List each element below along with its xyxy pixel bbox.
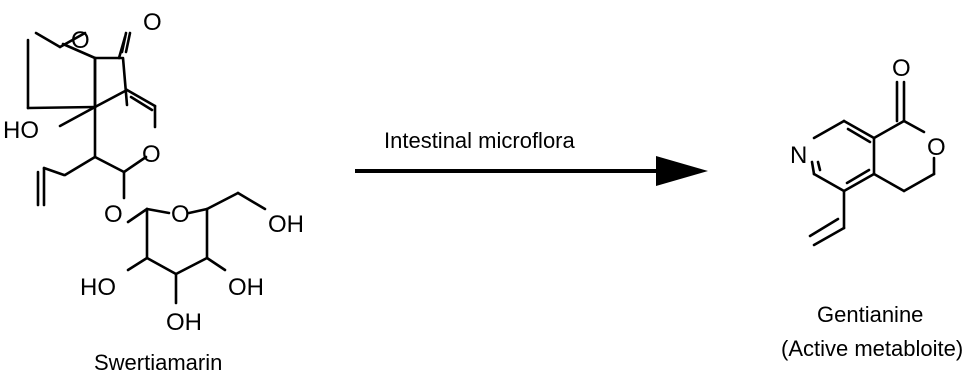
swertiamarin-sugar-ring-oxygen: O — [171, 201, 190, 228]
swertiamarin-structure — [26, 31, 267, 305]
swertiamarin-hydroxyl-label: HO — [3, 117, 39, 144]
swertiamarin-carbonyl-oxygen: O — [143, 9, 162, 36]
gentianine-ring-oxygen: O — [927, 134, 946, 161]
arrow-label: Intestinal microflora — [384, 128, 576, 153]
gentianine-carbonyl-oxygen: O — [892, 55, 911, 82]
reaction-arrow-head — [656, 156, 708, 186]
swertiamarin-lactone-oxygen: O — [71, 27, 90, 54]
swertiamarin-ch2oh-label: OH — [268, 211, 304, 238]
gentianine-ring-nitrogen: N — [790, 142, 807, 169]
gentianine-structure — [808, 80, 936, 247]
swertiamarin-sugar-oh-right: OH — [228, 274, 264, 301]
product-name: Gentianine — [817, 302, 923, 327]
swertiamarin-sugar-oh-bottom: OH — [166, 309, 202, 336]
reactant-name: Swertiamarin — [94, 350, 222, 375]
swertiamarin-glycosidic-oxygen: O — [104, 201, 123, 228]
product-note: (Active metabloite) — [781, 336, 963, 361]
swertiamarin-sugar-ho-left: HO — [80, 274, 116, 301]
swertiamarin-pyran-oxygen: O — [142, 141, 161, 168]
